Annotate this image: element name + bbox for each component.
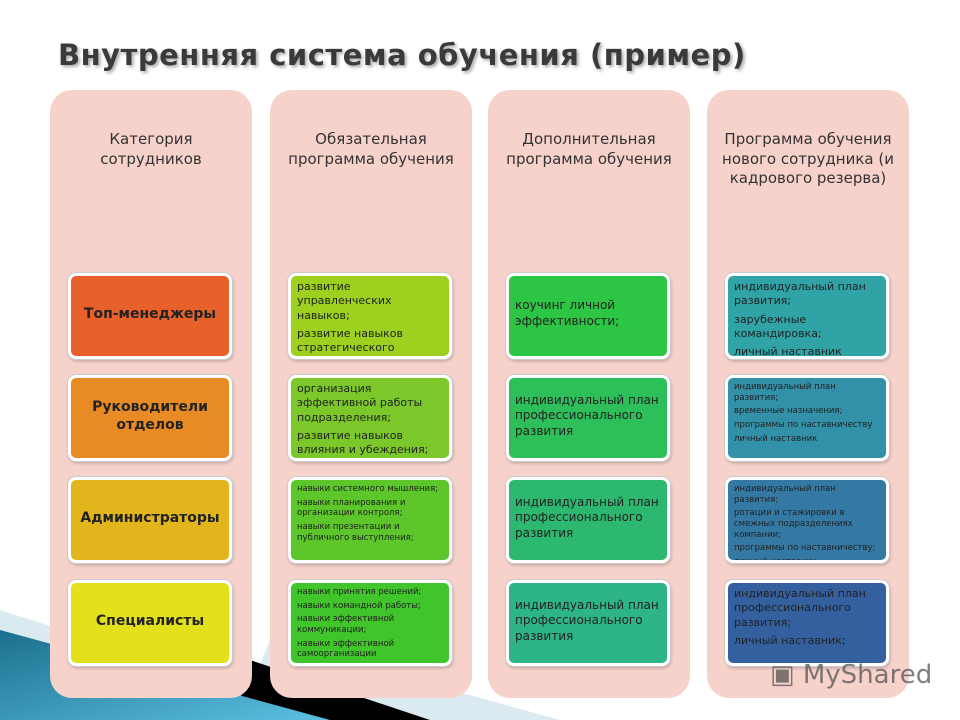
column-header: Программа обучения нового сотрудника (и … [722, 130, 894, 187]
program-box: организация эффективной работы подраздел… [288, 375, 452, 461]
box-text: навыки системного мышления; [297, 484, 439, 494]
program-box: индивидуальный план профессионального ра… [506, 580, 670, 666]
box-text: коучинг личной эффективности; [515, 298, 620, 328]
box-text: навыки эффективной коммуникации; [297, 614, 395, 635]
box-text: индивидуальный план развития; [734, 484, 836, 505]
box-text: Администраторы [80, 509, 220, 526]
column-4: Программа обучения нового сотрудника (и … [707, 90, 909, 698]
column-header: Дополнительная программа обучения [506, 130, 672, 168]
box-text: специализированные программы для дизайне… [297, 663, 443, 664]
watermark-text: MyShared [802, 660, 933, 690]
column-3: Дополнительная программа обучения коучинг… [488, 90, 690, 698]
watermark-logo: ▣ MyShared [770, 660, 933, 690]
box-text: развитие навыков стратегического лидерст… [297, 326, 403, 356]
box-text: индивидуальный план профессионального ра… [515, 494, 659, 540]
box-text: навыки планирования и организации контро… [297, 497, 406, 519]
program-box: индивидуальный план профессионального ра… [506, 477, 670, 563]
program-box: навыки принятия решений; навыки командной… [288, 580, 452, 666]
program-box: Специалисты [68, 580, 232, 666]
slide-title: Внутренняя система обучения (пример) [58, 38, 746, 72]
box-text: индивидуальный план профессионального ра… [515, 392, 659, 438]
box-text: личный наставник [734, 345, 842, 359]
box-text: программы по наставничеству [734, 419, 873, 430]
program-box: Администраторы [68, 477, 232, 563]
column-header: Обязательная программа обучения [288, 130, 454, 168]
program-box: Топ-менеджеры [68, 273, 232, 359]
box-text: индивидуальный план профессионального ра… [515, 597, 659, 643]
box-text: программы по наставничеству; [734, 543, 876, 554]
box-text: индивидуальный план развития; [734, 382, 836, 403]
box-text: зарубежные командировка; [734, 312, 822, 340]
box-text: навыки командной работы; [297, 600, 421, 611]
column-2: Обязательная программа обучения развитие … [270, 90, 472, 698]
program-box: индивидуальный план развития; ротации и с… [725, 477, 889, 563]
program-box: коучинг личной эффективности; [506, 273, 670, 359]
box-text: развитие навыков влияния и убеждения; [297, 428, 429, 457]
box-text: развитие управленческих навыков; [297, 280, 392, 322]
box-text: личный наставник [734, 433, 818, 444]
box-text: временные назначения; [734, 406, 843, 417]
box-text: личный наставник [734, 556, 818, 563]
box-text: индивидуальный план развития; [734, 280, 866, 308]
box-text: личный наставник; [734, 633, 846, 647]
box-text: индивидуальный план профессионального ра… [734, 587, 866, 629]
box-text: ротации и стажировки в смежных подраздел… [734, 508, 853, 540]
box-text: Специалисты [95, 612, 205, 629]
box-text: Руководители отделов [92, 398, 208, 433]
program-box: индивидуальный план профессионального ра… [506, 375, 670, 461]
program-box: индивидуальный план развития; временные н… [725, 375, 889, 461]
box-text: навыки эффективной самоорганизации [297, 638, 395, 660]
program-box: Руководители отделов [68, 375, 232, 461]
program-box: индивидуальный план развития; зарубежные … [725, 273, 889, 359]
program-box: развитие управленческих навыков; развитие… [288, 273, 452, 359]
box-text: организация эффективной работы подраздел… [297, 382, 423, 424]
program-box: индивидуальный план профессионального ра… [725, 580, 889, 666]
program-box: навыки системного мышления; навыки планир… [288, 477, 452, 563]
box-text: навыки презентации и публичного выступле… [297, 521, 414, 543]
box-text: Топ-менеджеры [83, 305, 217, 322]
column-header: Категория сотрудников [100, 130, 202, 168]
box-text: навыки принятия решений; [297, 587, 422, 597]
